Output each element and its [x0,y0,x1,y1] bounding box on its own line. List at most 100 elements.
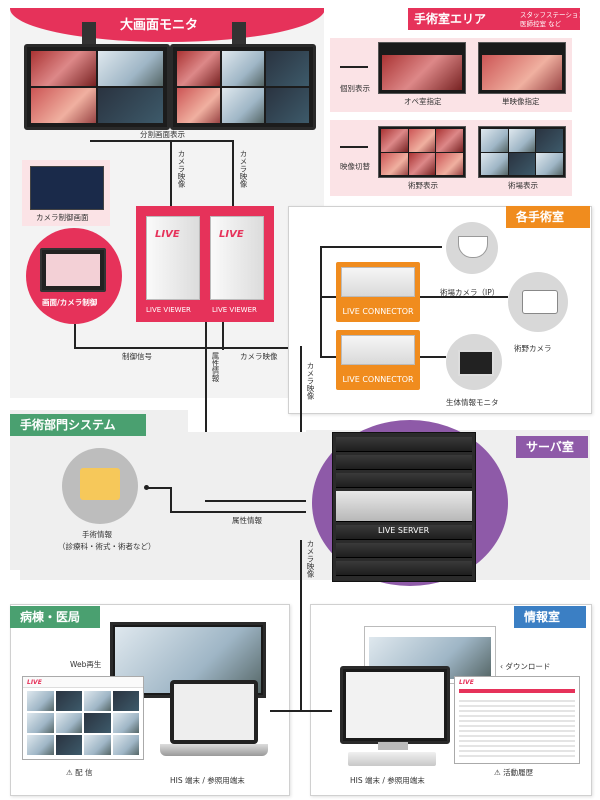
camera-video-line-h [222,347,314,349]
viewer-down-line-1 [205,322,207,502]
double-arrow-2 [340,146,368,148]
double-arrow-1 [340,66,368,68]
live-connector-1-label: LIVE CONNECTOR [342,307,414,316]
single-video-select-label: 単映像指定 [502,97,540,106]
control-signal-label: 制御信号 [122,352,152,361]
info-room-tag: 情報室 [514,606,586,628]
large-monitor-left [24,44,170,130]
live-viewer-device-2: LIVE [210,216,264,300]
info-room-monitor-stand [378,742,408,750]
info-room-monitor [340,666,450,744]
server-room-tag: サーバ室 [516,436,588,458]
screen-camera-control-label: 画面/カメラ制御 [42,298,98,307]
live-connector-1: LIVE CONNECTOR [336,262,420,322]
individual-display-label: 個別表示 [340,84,370,93]
line-monitor-viewer-1 [170,140,172,206]
split-display-label: 分割画面表示 [140,130,185,139]
surgery-info-sub-label: （診療科・術式・術者など） [58,542,156,551]
download-label: ‹ ダウンロード [500,662,551,671]
control-signal-line-h [74,347,224,349]
or-bus-line [320,246,322,356]
viewer-2-brand: LIVE [219,229,244,240]
video-switch-label: 映像切替 [340,162,370,171]
ward-tag: 病棟・医局 [10,606,100,628]
touch-monitor [40,248,106,292]
line-monitor-horizontal [90,140,234,142]
camera-video-label-2: カメラ映像 [239,150,248,188]
surgery-info-circle [62,448,138,524]
connector-to-camera [420,296,508,298]
viewer-1-brand: LIVE [155,229,180,240]
monitor-mount-left [82,22,96,44]
large-monitor-right [170,44,316,130]
camera-video-label-4: カメラ映像 [306,362,315,400]
camera-control-screen-label: カメラ制御画面 [36,213,89,222]
ward-brand: LIVE [27,679,42,686]
viewer-down-line-2 [222,322,224,350]
or-area-sub2: 医師控室 など [520,20,562,28]
info-room-log-window: LIVE [454,676,580,764]
terminal-link-line [270,710,332,712]
vital-monitor-circle [446,334,502,390]
camera-video-label-3: カメラ映像 [240,352,278,361]
or-to-server-line [300,346,302,486]
info-room-brand: LIVE [459,679,474,686]
control-signal-line-v [74,324,76,348]
live-connector-2: LIVE CONNECTOR [336,330,420,390]
attribute-info-h-label: 属性情報 [232,516,262,525]
surgery-info-label: 手術情報 [82,530,112,539]
surgical-camera-label: 術野カメラ [514,344,552,353]
monitor-mount-right [232,22,246,44]
box-camera-icon [522,290,558,314]
folder-icon [80,468,120,500]
single-video-select-thumb [478,42,566,94]
or-room-select-label: オペ室指定 [404,97,442,106]
connector-to-vital [420,356,446,358]
dept-line-h2 [170,511,330,513]
ward-laptop-base [160,744,268,756]
or-to-connector-1 [320,296,336,298]
line-monitor-viewer-2 [232,140,234,206]
distribution-label: ⚠ 配 信 [66,768,93,777]
field-camera-ip-circle [446,222,498,274]
surgical-field-thumb [378,126,466,178]
his-terminal-1-label: HIS 端末 / 参照用端末 [170,776,245,785]
or-room-select-thumb [378,42,466,94]
live-viewer-label-1: LIVE VIEWER [146,306,191,314]
vital-monitor-label: 生体情報モニタ [446,398,499,407]
activity-log-label: ⚠ 活動履歴 [494,768,534,777]
field-camera-ip-label: 術場カメラ（IP） [440,288,500,297]
or-to-connector-2 [320,356,336,358]
each-or-tag: 各手術室 [506,206,590,228]
attribute-info-v-label: 属性情報 [211,352,220,382]
camera-video-label-1: カメラ映像 [177,150,186,188]
ward-laptop-screen [170,680,258,744]
live-viewer-label-2: LIVE VIEWER [212,306,257,314]
server-to-terminal-line [300,540,302,710]
or-area-sub1: スタッフステーション [520,11,585,19]
surgical-camera-circle [508,272,568,332]
server-rack [332,432,476,582]
dept-system-tag: 手術部門システム [10,414,146,436]
large-monitor-title: 大画面モニタ [120,18,199,33]
live-server-label: LIVE SERVER [378,526,430,535]
live-connector-2-label: LIVE CONNECTOR [342,375,414,384]
or-area-title: 手術室エリア [414,12,487,26]
dept-line-h1 [146,487,170,489]
or-bus-top [320,246,442,248]
his-terminal-2-label: HIS 端末 / 参照用端末 [350,776,425,785]
camera-video-label-5: カメラ映像 [306,540,315,578]
dome-camera-icon [458,236,488,258]
live-viewer-device-1: LIVE [146,216,200,300]
camera-control-screen-image [30,166,104,210]
info-room-keyboard [348,752,436,766]
dept-line-v [170,487,172,511]
attr-to-server-line [205,500,331,502]
vital-monitor-icon [458,350,494,376]
web-playback-label: Web再生 [70,660,102,669]
or-area-tag: 手術室エリア [408,8,580,30]
operating-field-thumb [478,126,566,178]
operating-field-label: 術場表示 [508,181,538,190]
ward-browser-window: LIVE [22,676,144,760]
surgical-field-label: 術野表示 [408,181,438,190]
